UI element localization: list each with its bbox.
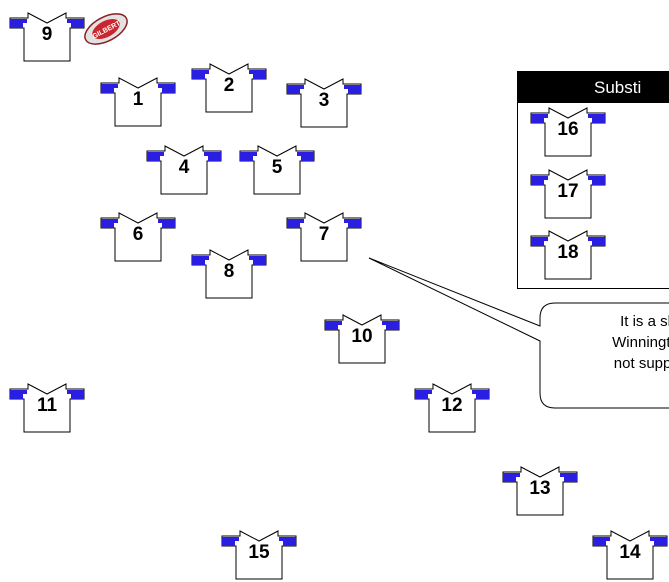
shirt-number: 5 (271, 157, 283, 178)
shirt-15[interactable]: 15 (221, 524, 297, 580)
shirt-3[interactable]: 3 (286, 72, 362, 128)
shirt-number: 15 (248, 542, 270, 563)
sub-shirt-16[interactable]: 16 (530, 101, 606, 157)
shirt-icon (239, 145, 315, 195)
shirt-number: 7 (318, 224, 330, 245)
shirt-10[interactable]: 10 (324, 308, 400, 364)
shirt-number: 2 (223, 75, 235, 96)
shirt-9[interactable]: 9 (9, 6, 85, 62)
shirt-icon (530, 107, 606, 157)
substitutes-header: Substi (518, 72, 669, 103)
shirt-icon (9, 12, 85, 62)
shirt-6[interactable]: 6 (100, 206, 176, 262)
shirt-4[interactable]: 4 (146, 139, 222, 195)
shirt-icon (286, 78, 362, 128)
shirt-number: 17 (557, 181, 579, 202)
shirt-icon (530, 169, 606, 219)
shirt-icon (502, 466, 578, 516)
shirt-icon (221, 530, 297, 580)
shirt-icon (9, 383, 85, 433)
shirt-2[interactable]: 2 (191, 57, 267, 113)
shirt-icon (146, 145, 222, 195)
sub-shirt-18[interactable]: 18 (530, 224, 606, 280)
shirt-number: 6 (132, 224, 144, 245)
shirt-icon (191, 63, 267, 113)
shirt-number: 18 (557, 242, 579, 263)
shirt-number: 8 (223, 261, 235, 282)
rugby-ball-icon: GILBERT (84, 13, 128, 45)
shirt-12[interactable]: 12 (414, 377, 490, 433)
shirt-1[interactable]: 1 (100, 71, 176, 127)
shirt-8[interactable]: 8 (191, 243, 267, 299)
shirt-number: 13 (529, 478, 551, 499)
callout-line-3: not supply (613, 355, 669, 372)
shirt-number: 4 (178, 157, 190, 178)
callout-line-2: Winningtor (612, 334, 669, 351)
sub-shirt-17[interactable]: 17 (530, 163, 606, 219)
shirt-7[interactable]: 7 (286, 206, 362, 262)
shirt-number: 9 (41, 24, 53, 45)
shirt-icon (100, 212, 176, 262)
shirt-number: 16 (557, 119, 579, 140)
shirt-number: 14 (619, 542, 641, 563)
shirt-icon (191, 249, 267, 299)
shirt-icon (286, 212, 362, 262)
shirt-icon (592, 530, 668, 580)
shirt-icon (100, 77, 176, 127)
shirt-number: 10 (351, 326, 373, 347)
callout-line-1: It is a sh (620, 313, 669, 330)
callout-text: It is a sh Winningtor not supply (548, 311, 669, 374)
shirt-number: 12 (441, 395, 463, 416)
shirt-13[interactable]: 13 (502, 460, 578, 516)
shirt-14[interactable]: 14 (592, 524, 668, 580)
shirt-number: 1 (132, 89, 144, 110)
shirt-5[interactable]: 5 (239, 139, 315, 195)
shirt-11[interactable]: 11 (9, 377, 85, 433)
shirt-number: 11 (36, 395, 58, 416)
shirt-number: 3 (318, 90, 330, 111)
